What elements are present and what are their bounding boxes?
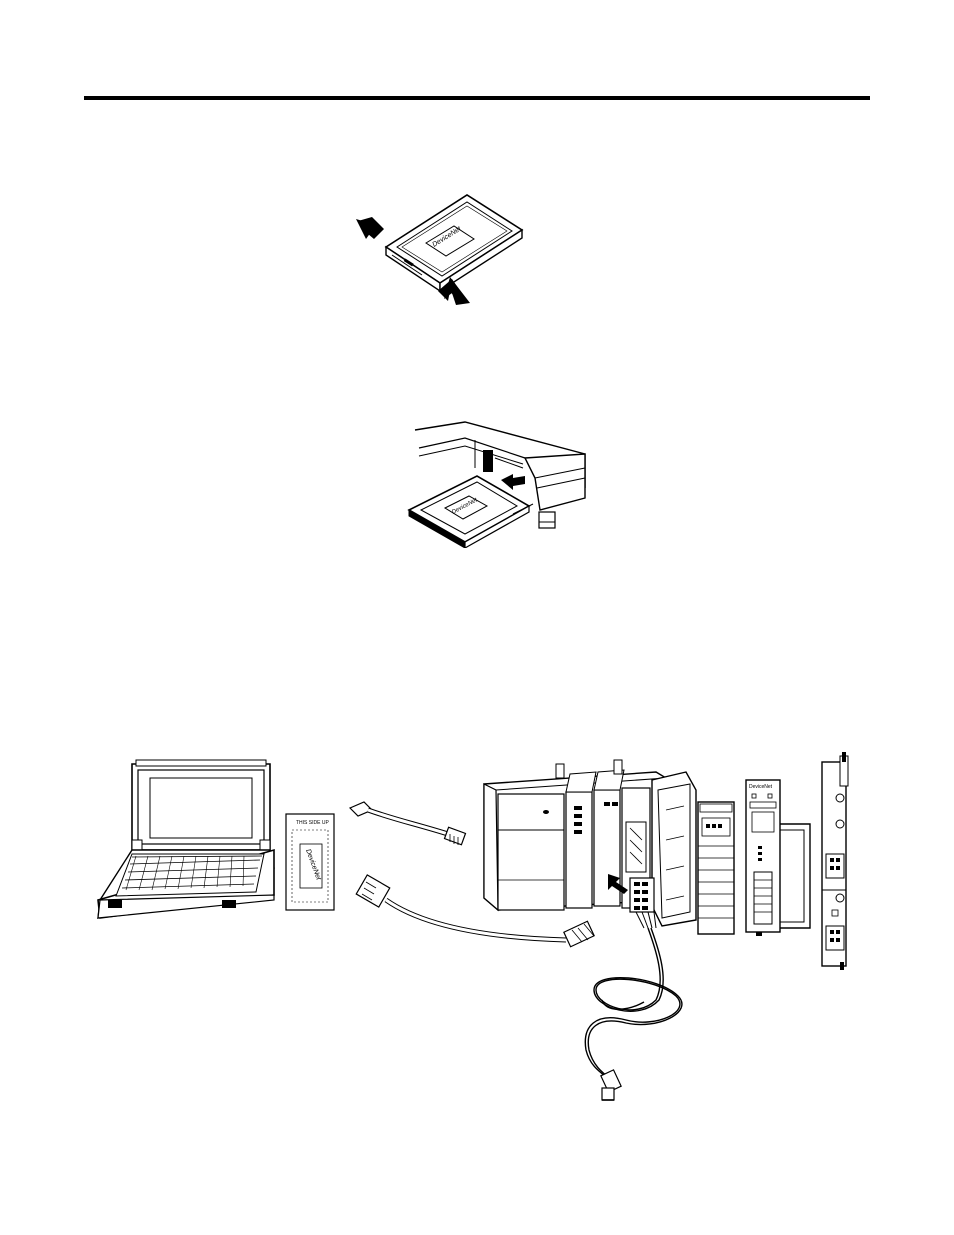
drop-cable bbox=[585, 928, 682, 1100]
card-insert-figure: DeviceNet bbox=[405, 418, 590, 548]
card-adapter-cable bbox=[350, 802, 466, 845]
system-connection-figure: THIS SIDE UP DeviceNet bbox=[96, 750, 866, 1115]
scanner-module-front: DeviceNet bbox=[746, 780, 810, 936]
header-rule bbox=[84, 96, 870, 100]
card-top-label: THIS SIDE UP bbox=[296, 820, 329, 826]
laptop-computer bbox=[98, 760, 274, 918]
io-module-front bbox=[698, 802, 734, 934]
insert-arrow-icon bbox=[501, 474, 525, 490]
card-squeeze-figure: DeviceNet bbox=[352, 185, 532, 310]
side-view-module bbox=[822, 752, 848, 970]
module-brand-text: DeviceNet bbox=[749, 784, 773, 790]
plc-chassis bbox=[484, 760, 696, 928]
devicenet-pc-card: THIS SIDE UP DeviceNet bbox=[286, 814, 334, 910]
